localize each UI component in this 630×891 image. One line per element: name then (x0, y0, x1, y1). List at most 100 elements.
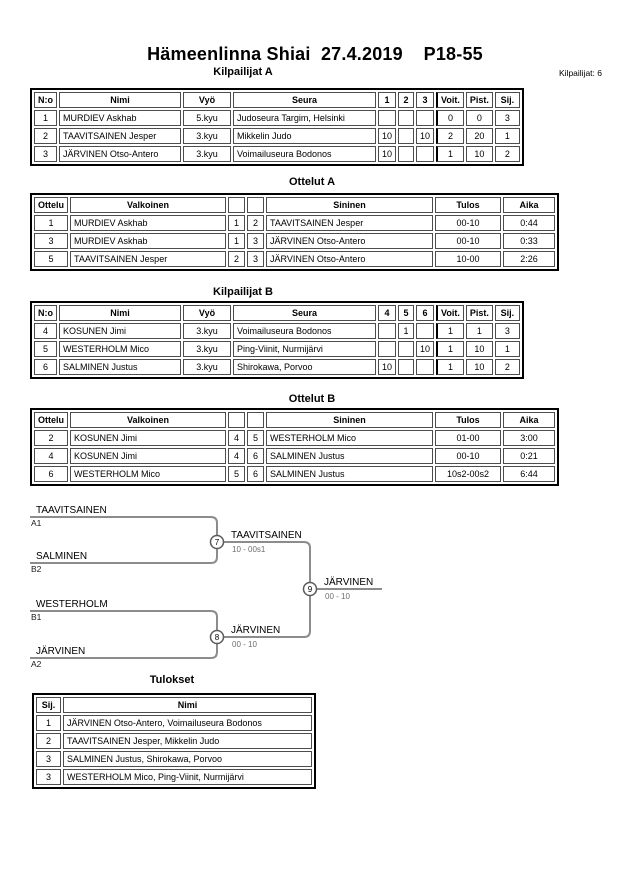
matches-a-table: Ottelu Valkoinen Sininen Tulos Aika 1 MU… (30, 193, 559, 271)
cell-score (416, 323, 435, 339)
cell-white: MURDIEV Askhab (70, 215, 226, 231)
cell-place: 3 (494, 323, 520, 339)
cell-score (378, 323, 397, 339)
cell-name: SALMINEN Justus (59, 359, 181, 375)
bracket-seed-label: B1 (31, 612, 42, 622)
match-circle (209, 629, 225, 645)
cell-time: 6:44 (503, 466, 555, 482)
column-header: Seura (233, 92, 376, 108)
cell-place: 3 (494, 110, 520, 126)
cell-club: Ping-Viinit, Nurmijärvi (233, 341, 376, 357)
pool-b-table: N:o Nimi Vyö Seura 4 5 6 Voit. Pist. Sij… (30, 301, 524, 379)
results-title: Tulokset (149, 674, 195, 686)
cell-club: Voimailuseura Bodonos (233, 323, 376, 339)
pool-b-title: Kilpailijat B (213, 286, 273, 298)
results-table: Sij. Nimi 1 JÄRVINEN Otso-Antero, Voimai… (32, 693, 316, 789)
cell-club: Voimailuseura Bodonos (233, 146, 376, 162)
table-row: 3 SALMINEN Justus, Shirokawa, Porvoo (36, 751, 312, 767)
cell-result: 10-00 (435, 251, 501, 267)
cell-points: 0 (465, 110, 493, 126)
cell-blue: SALMINEN Justus (266, 448, 433, 464)
bracket-slot-name: JÄRVINEN (36, 645, 85, 657)
cell-match-no: 1 (34, 215, 68, 231)
cell-match-no: 3 (34, 233, 68, 249)
cell-wins: 1 (436, 341, 464, 357)
cell-blue: JÄRVINEN Otso-Antero (266, 251, 433, 267)
cell-score: 1 (398, 323, 415, 339)
table-row: 4 KOSUNEN Jimi 3.kyu Voimailuseura Bodon… (34, 323, 520, 339)
elimination-bracket: TAAVITSAINEN A1 SALMINEN B2 WESTERHOLM B… (30, 505, 382, 669)
column-header: 2 (398, 92, 415, 108)
bracket-winner-name: JÄRVINEN (324, 576, 373, 588)
table-row: 4 KOSUNEN Jimi 4 6 SALMINEN Justus 00-10… (34, 448, 555, 464)
cell-score (378, 341, 397, 357)
cell-belt: 3.kyu (183, 359, 231, 375)
column-header: N:o (34, 92, 57, 108)
column-header: Sininen (266, 412, 433, 428)
cell-time: 0:44 (503, 215, 555, 231)
cell-no: 3 (34, 146, 57, 162)
cell-blue: SALMINEN Justus (266, 466, 433, 482)
matches-b-title: Ottelut B (288, 393, 336, 405)
cell-match-no: 5 (34, 251, 68, 267)
cell-no: 2 (34, 128, 57, 144)
cell-score (398, 359, 415, 375)
cell-place: 1 (494, 128, 520, 144)
cell-place: 1 (494, 341, 520, 357)
cell-time: 0:21 (503, 448, 555, 464)
cell-place: 3 (36, 769, 61, 785)
bracket-slot-name: WESTERHOLM (36, 599, 108, 610)
bracket-line-b1 (30, 610, 218, 631)
column-header: Sij. (494, 92, 520, 108)
cell-blue-no: 6 (247, 448, 264, 464)
cell-result: 00-10 (435, 448, 501, 464)
column-header: Valkoinen (70, 412, 226, 428)
column-header: Ottelu (34, 412, 68, 428)
column-header: Seura (233, 305, 376, 321)
cell-score (416, 146, 435, 162)
table-row: 2 TAAVITSAINEN Jesper, Mikkelin Judo (36, 733, 312, 749)
bracket-line-b2 (30, 548, 218, 564)
cell-wins: 1 (436, 359, 464, 375)
cell-white: MURDIEV Askhab (70, 233, 226, 249)
cell-result: 00-10 (435, 233, 501, 249)
cell-wins: 1 (436, 323, 464, 339)
cell-score: 10 (416, 341, 435, 357)
column-header: Voit. (436, 92, 464, 108)
column-header: 1 (378, 92, 397, 108)
cell-no: 6 (34, 359, 57, 375)
cell-name: WESTERHOLM Mico, Ping-Viinit, Nurmijärvi (63, 769, 312, 785)
cell-belt: 5.kyu (183, 110, 231, 126)
bracket-line-a2 (30, 643, 218, 659)
table-row: 3 WESTERHOLM Mico, Ping-Viinit, Nurmijär… (36, 769, 312, 785)
cell-score (398, 341, 415, 357)
matches-b-table: Ottelu Valkoinen Sininen Tulos Aika 2 KO… (30, 408, 559, 486)
cell-belt: 3.kyu (183, 323, 231, 339)
column-header: Voit. (436, 305, 464, 321)
column-header: Tulos (435, 412, 501, 428)
bracket-slot-name: TAAVITSAINEN (36, 505, 107, 516)
cell-score (398, 128, 415, 144)
cell-wins: 2 (436, 128, 464, 144)
cell-club: Shirokawa, Porvoo (233, 359, 376, 375)
table-row: 1 MURDIEV Askhab 1 2 TAAVITSAINEN Jesper… (34, 215, 555, 231)
cell-time: 0:33 (503, 233, 555, 249)
cell-score: 10 (378, 359, 397, 375)
cell-white-no: 2 (228, 251, 245, 267)
cell-blue: WESTERHOLM Mico (266, 430, 433, 446)
cell-wins: 1 (436, 146, 464, 162)
table-row: 1 MURDIEV Askhab 5.kyu Judoseura Targim,… (34, 110, 520, 126)
match-circle (209, 534, 225, 550)
cell-name: KOSUNEN Jimi (59, 323, 181, 339)
cell-points: 10 (465, 146, 493, 162)
cell-white: KOSUNEN Jimi (70, 448, 226, 464)
match-number: 8 (215, 633, 220, 642)
table-row: 6 WESTERHOLM Mico 5 6 SALMINEN Justus 10… (34, 466, 555, 482)
cell-blue-no: 2 (247, 215, 264, 231)
cell-blue-no: 6 (247, 466, 264, 482)
column-header: 5 (398, 305, 415, 321)
cell-score: 10 (378, 146, 397, 162)
cell-match-no: 2 (34, 430, 68, 446)
matches-a-title: Ottelut A (288, 176, 336, 188)
cell-white: KOSUNEN Jimi (70, 430, 226, 446)
